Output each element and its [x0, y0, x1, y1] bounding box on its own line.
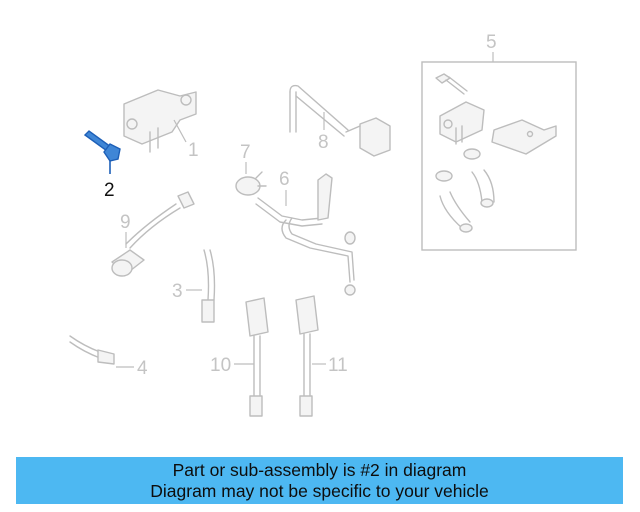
callout-7: 7 — [240, 142, 251, 163]
banner-line-1: Part or sub-assembly is #2 in diagram — [172, 460, 467, 480]
callout-9: 9 — [120, 212, 131, 233]
part-7-hose-clamp: 7 — [235, 142, 267, 196]
callout-6: 6 — [279, 169, 290, 190]
part-8-temperature-sensor: 8 — [289, 84, 391, 157]
info-banner: Part or sub-assembly is #2 in diagram Di… — [16, 457, 623, 504]
callout-8: 8 — [318, 132, 329, 153]
parts-diagram: 5 1 2 7 — [69, 32, 577, 417]
banner-line-2: Diagram may not be specific to your vehi… — [150, 481, 489, 501]
part-9-oxygen-sensor: 9 — [111, 191, 195, 277]
part-3-sensor: 3 — [172, 249, 216, 323]
part-4-sensor: 4 — [69, 335, 148, 379]
callout-10: 10 — [210, 355, 231, 376]
part-6-pressure-pipe: 6 — [255, 169, 356, 296]
part-10-sensor: 10 — [210, 297, 269, 417]
part-1-pressure-sensor: 1 — [123, 89, 199, 161]
part-2-bolt: 2 — [83, 130, 121, 201]
part-5-assembly-box: 5 — [421, 32, 577, 251]
callout-5: 5 — [486, 32, 497, 53]
callout-11: 11 — [328, 355, 348, 376]
part-11-sensor: 11 — [295, 295, 348, 417]
callout-4: 4 — [137, 358, 148, 379]
callout-2: 2 — [104, 180, 115, 201]
callout-1: 1 — [188, 140, 199, 161]
callout-3: 3 — [172, 281, 183, 302]
